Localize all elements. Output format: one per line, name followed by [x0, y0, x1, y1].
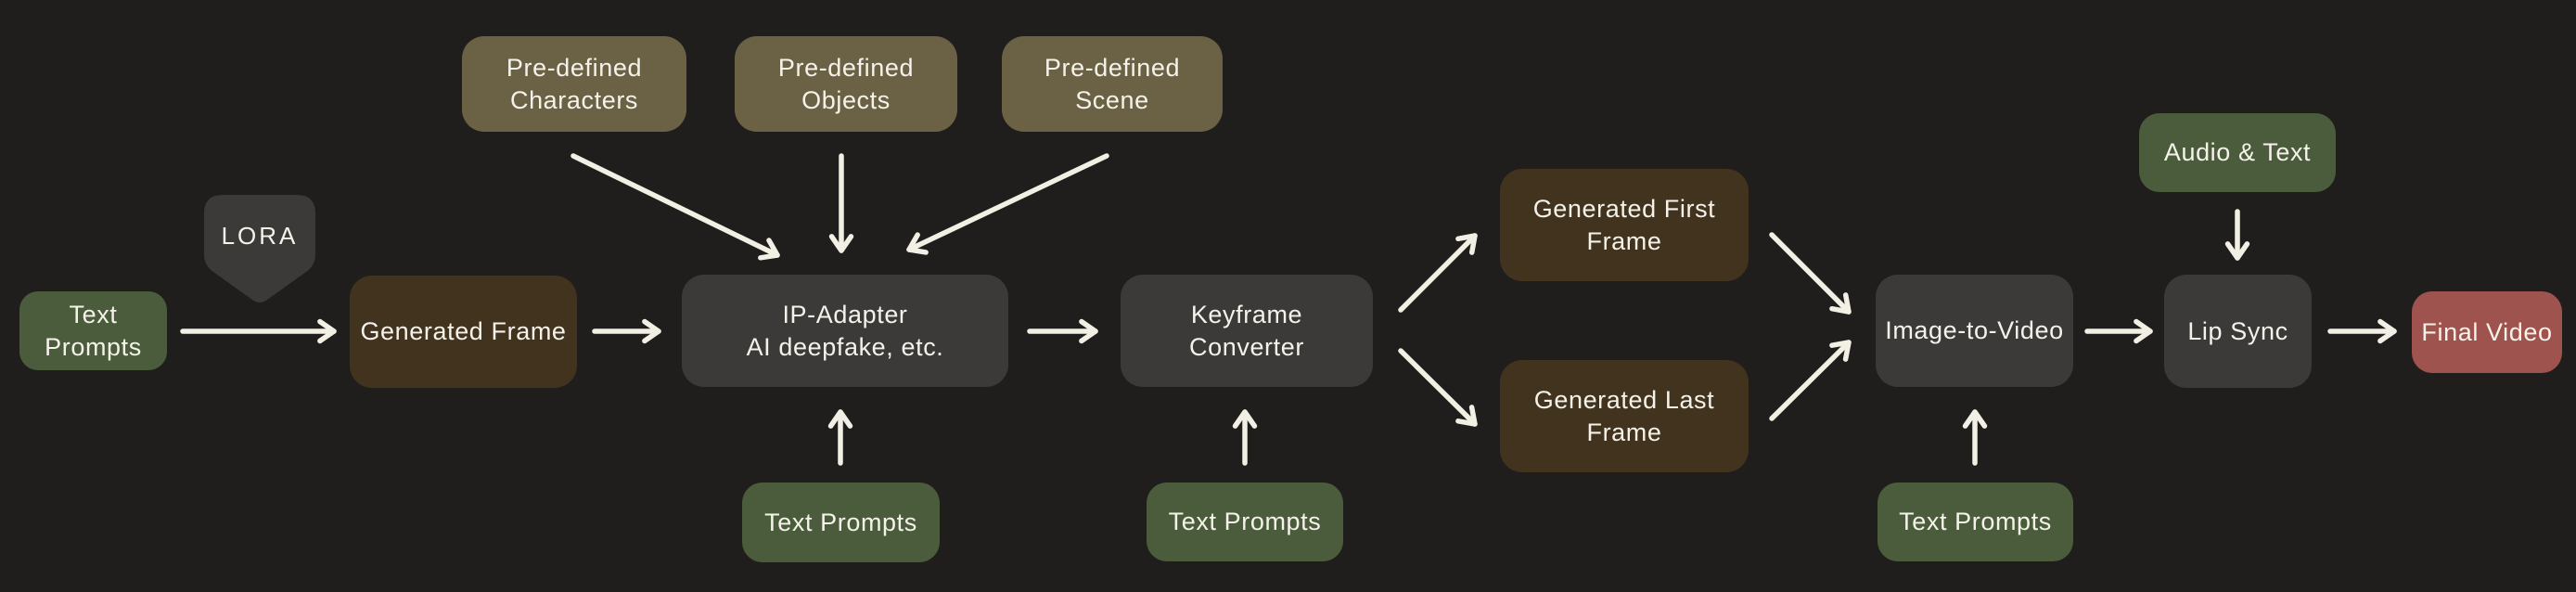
node-label: Generated Frame — [360, 317, 567, 346]
node-label: Text Prompts — [1899, 508, 2052, 536]
node-generated-frame: Generated Frame — [350, 276, 577, 388]
node-text-prompts-left: Text Prompts — [19, 291, 167, 370]
node-label: Audio & Text — [2163, 138, 2312, 167]
node-lora: LORA — [204, 195, 315, 304]
node-predefined-objects: Pre-defined Objects — [735, 36, 957, 132]
node-lip-sync: Lip Sync — [2164, 275, 2312, 388]
arrow-keyframe-to-last-frame — [1398, 348, 1478, 427]
node-final-video: Final Video — [2412, 291, 2562, 373]
node-label: IP-Adapter AI deepfake, etc. — [746, 301, 944, 361]
node-label: Lip Sync — [2187, 316, 2288, 345]
node-label: Final Video — [2421, 317, 2553, 346]
lora-pin-shape — [204, 195, 315, 302]
arrow-characters-to-ip-adapter — [570, 153, 780, 261]
arrow-keyframe-to-first-frame — [1398, 233, 1478, 313]
node-label: Keyframe Converter — [1189, 301, 1304, 361]
node-predefined-scene: Pre-defined Scene — [1002, 36, 1223, 132]
node-label: Text Prompts — [764, 508, 917, 536]
node-label: Pre-defined Objects — [777, 54, 915, 114]
arrow-first-frame-to-image-to-video — [1769, 232, 1852, 315]
node-predefined-characters: Pre-defined Characters — [462, 36, 686, 132]
node-ip-adapter: IP-Adapter AI deepfake, etc. — [682, 275, 1008, 387]
node-text-prompts-keyframe: Text Prompts — [1147, 483, 1343, 561]
node-keyframe-converter: Keyframe Converter — [1121, 275, 1373, 387]
node-generated-first-frame: Generated First Frame — [1500, 169, 1749, 281]
node-label: Pre-defined Characters — [506, 54, 643, 114]
node-image-to-video: Image-to-Video — [1876, 275, 2073, 387]
node-label: Text Prompts — [45, 301, 142, 361]
node-text-prompts-image-to-video: Text Prompts — [1878, 483, 2073, 561]
node-text-prompts-ip-adapter: Text Prompts — [742, 483, 940, 562]
arrow-scene-to-ip-adapter — [906, 153, 1109, 255]
node-label: Image-to-Video — [1885, 316, 2064, 345]
node-label: Text Prompts — [1168, 508, 1322, 536]
node-label: Generated First Frame — [1532, 195, 1716, 255]
node-label: Pre-defined Scene — [1044, 54, 1181, 114]
node-label: LORA — [221, 221, 299, 250]
arrow-last-frame-to-image-to-video — [1769, 340, 1852, 421]
node-audio-text: Audio & Text — [2139, 113, 2336, 192]
node-generated-last-frame: Generated Last Frame — [1500, 360, 1749, 472]
node-label: Generated Last Frame — [1533, 386, 1715, 446]
